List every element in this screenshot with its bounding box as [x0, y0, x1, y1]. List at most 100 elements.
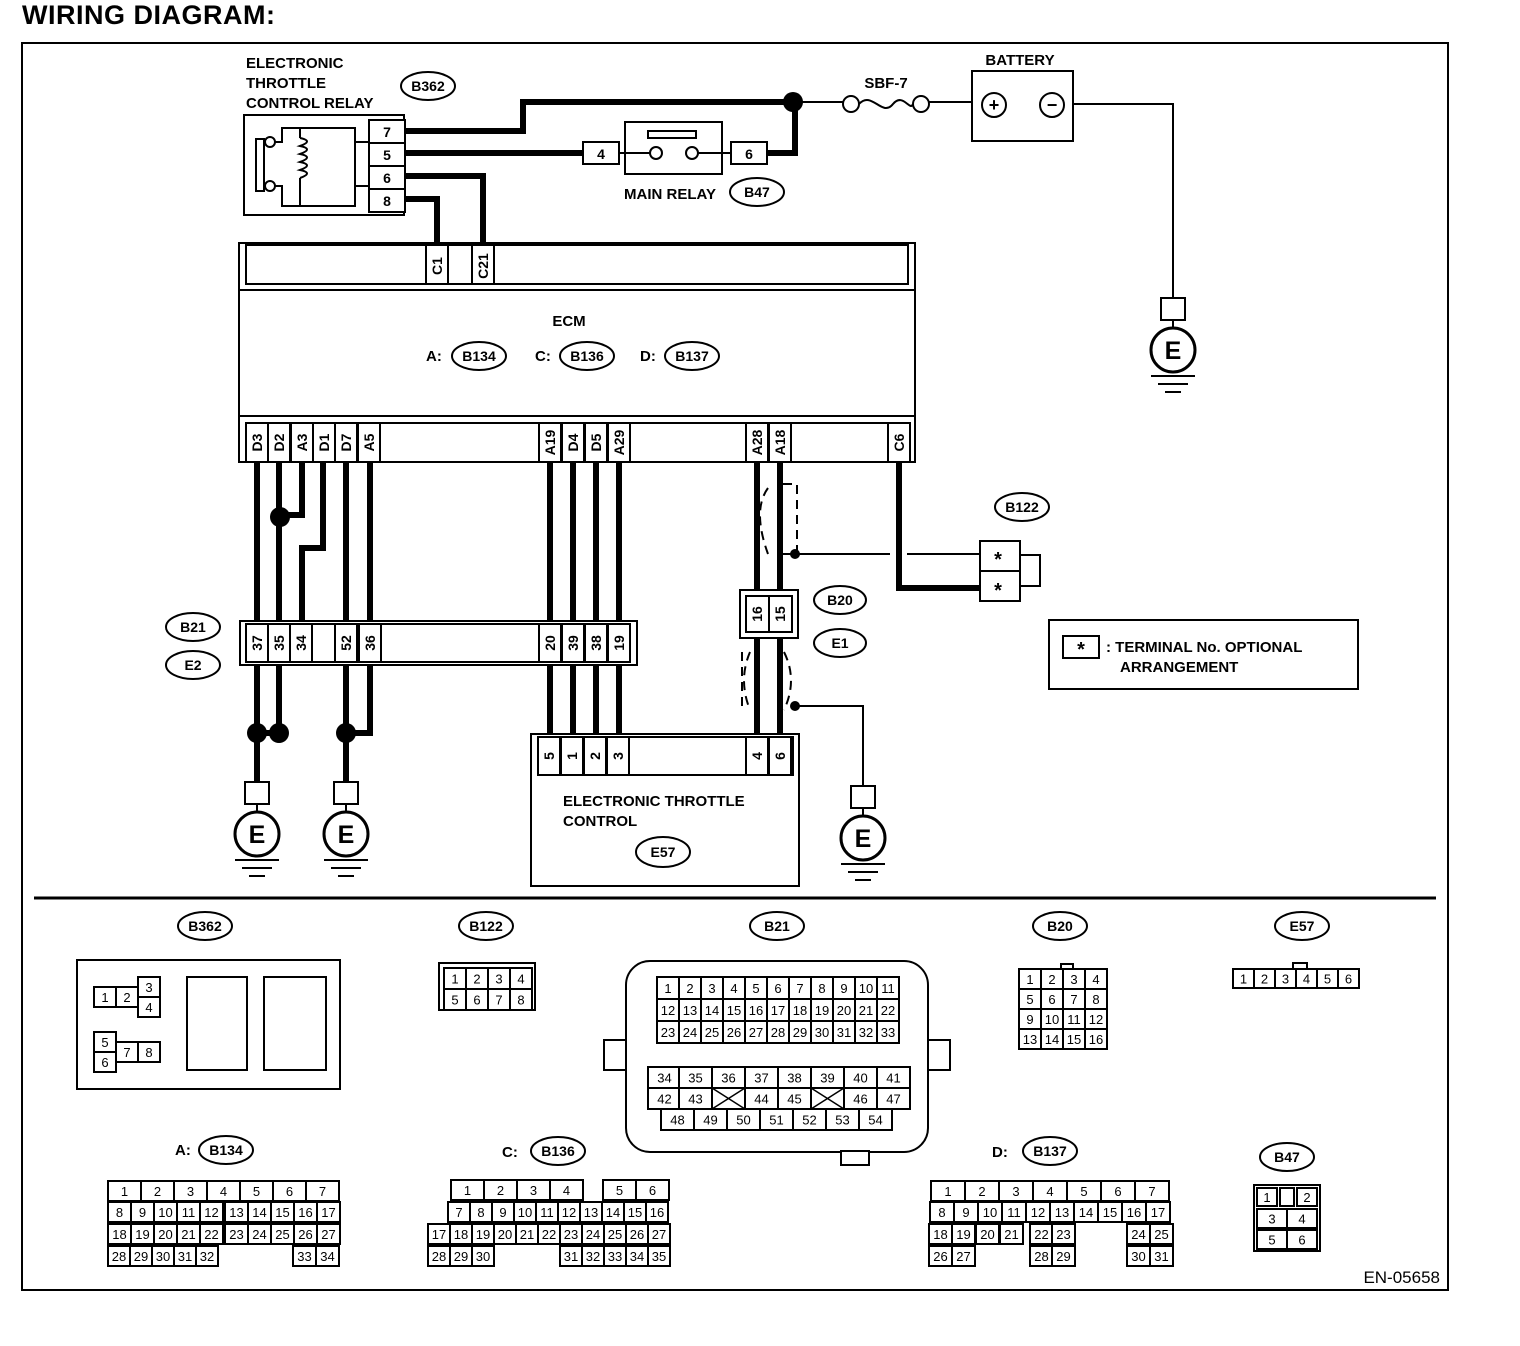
- b362-cell-7-label: 7: [123, 1045, 130, 1060]
- b136-cell-5-label: 5: [616, 1183, 623, 1198]
- etc-pin-6-cell: [768, 736, 792, 776]
- b21-cell-11-label: 11: [881, 981, 895, 996]
- ground-icon: [839, 814, 887, 862]
- b134-cell-17: [316, 1201, 341, 1223]
- b362-cell-8-label: 8: [145, 1045, 152, 1060]
- ecm-pin-c6-cell: [887, 422, 911, 463]
- b134-cell-3-label: 3: [187, 1184, 194, 1199]
- b21-cell-49-label: 49: [703, 1113, 717, 1128]
- b134-cell-27-label: 27: [321, 1227, 335, 1242]
- etc-pin-2: 2: [587, 752, 603, 760]
- b134-cell-34-label: 34: [320, 1249, 334, 1264]
- b134-cell-20-label: 20: [158, 1227, 172, 1242]
- ecm-connector-d-id: B137: [675, 348, 709, 364]
- b134-cell-26-label: 26: [298, 1227, 312, 1242]
- b134-cell-9-label: 9: [139, 1205, 146, 1220]
- relay-pin-7: 7: [383, 124, 391, 140]
- b21-joint-pin-52: 52: [338, 635, 354, 651]
- ground-icon: [1149, 326, 1197, 374]
- b136-cell-4: [549, 1179, 584, 1201]
- b47-cell-4: [1286, 1208, 1318, 1229]
- b122-cell-7-label: 7: [495, 993, 502, 1008]
- b21-cell-44-label: 44: [754, 1092, 768, 1107]
- view-b137-id: B137: [1033, 1143, 1067, 1159]
- b134-cell-12: [199, 1201, 224, 1223]
- b137-cell-31-label: 31: [1154, 1249, 1168, 1264]
- view-b136-prefix: C:: [502, 1144, 518, 1161]
- ecm-pin-a3: A3: [294, 433, 310, 451]
- b362-cell-6-label: 6: [101, 1055, 108, 1070]
- e57-cell-3-label: 3: [1282, 972, 1289, 987]
- b134-cell-14-label: 14: [252, 1205, 266, 1220]
- b20-cell-14-label: 14: [1045, 1032, 1059, 1047]
- ecm-pin-d3: D3: [249, 433, 265, 451]
- b136-cell-6: [635, 1179, 670, 1201]
- b21-cell-31-label: 31: [837, 1025, 851, 1040]
- ecm-pin-a5-cell: [357, 422, 381, 463]
- b136-cell-30-label: 30: [476, 1249, 490, 1264]
- ground-b21-left: E: [233, 781, 281, 877]
- b136-cell-31-label: 31: [564, 1249, 578, 1264]
- b137-cell-31: [1149, 1245, 1174, 1267]
- b20-joint-pin-15: 15: [772, 606, 788, 622]
- b122-cell-5-label: 5: [451, 993, 458, 1008]
- b136-cell-19-label: 19: [476, 1227, 490, 1242]
- b134-cell-25-label: 25: [275, 1227, 289, 1242]
- b47-cell-2: [1296, 1187, 1318, 1207]
- b134-cell-8-label: 8: [116, 1205, 123, 1220]
- b137-cell-7-label: 7: [1148, 1184, 1155, 1199]
- b134-cell-32: [195, 1245, 219, 1267]
- b136-cell-26-label: 26: [630, 1227, 644, 1242]
- b21-cell-23-label: 23: [661, 1025, 675, 1040]
- b47-cell-1: [1256, 1187, 1278, 1207]
- relay-pin-5: 5: [383, 147, 391, 163]
- b47-cell-6-label: 6: [1298, 1233, 1305, 1248]
- b137-cell-12-label: 12: [1031, 1205, 1045, 1220]
- b134-cell-33-label: 33: [297, 1249, 311, 1264]
- b136-cell-3-label: 3: [530, 1183, 537, 1198]
- b122-cell-8-label: 8: [517, 993, 524, 1008]
- b134-cell-7-label: 7: [319, 1184, 326, 1199]
- b21-cell-28-label: 28: [771, 1025, 785, 1040]
- b21-cell-38-label: 38: [787, 1071, 801, 1086]
- b20-cell-9-label: 9: [1026, 1012, 1033, 1027]
- b136-cell-6-label: 6: [649, 1183, 656, 1198]
- etc-name-line-2: CONTROL: [563, 813, 637, 830]
- b136-cell-35: [647, 1245, 671, 1267]
- b21-cell-21-label: 21: [859, 1003, 873, 1018]
- b134-cell-1-label: 1: [121, 1184, 128, 1199]
- b134-cell-2-label: 2: [154, 1184, 161, 1199]
- b21-cell-34-label: 34: [657, 1071, 671, 1086]
- b134-cell-24-label: 24: [252, 1227, 266, 1242]
- ecm-connector-c-prefix: C:: [535, 348, 551, 365]
- b21-cell-43-label: 43: [688, 1092, 702, 1107]
- b20-joint-id: B20: [827, 592, 853, 608]
- ecm-pin-d7: D7: [338, 433, 354, 451]
- b21-cell-36-label: 36: [721, 1071, 735, 1086]
- b21-cell-25-label: 25: [705, 1025, 719, 1040]
- b134-cell-4-label: 4: [220, 1184, 227, 1199]
- b134-cell-34: [315, 1245, 340, 1267]
- relay-pin-6: 6: [383, 170, 391, 186]
- b21-cell-8-label: 8: [818, 981, 825, 996]
- b21-cell-2-label: 2: [686, 981, 693, 996]
- ecm-pin-c21: C21: [475, 253, 491, 279]
- b21-cell-42-label: 42: [657, 1092, 671, 1107]
- view-b134-prefix: A:: [175, 1142, 191, 1159]
- b137-cell-25-label: 25: [1154, 1227, 1168, 1242]
- etc-pin-3: 3: [610, 752, 626, 760]
- connector-views: B362 B122 B21 B20 E57 A: B134 C: B136 D:…: [76, 911, 1360, 1267]
- b21-cell-33: [876, 1020, 900, 1044]
- ecm-connector-a-id: B134: [462, 348, 496, 364]
- b136-cell-20-label: 20: [498, 1227, 512, 1242]
- view-b122-id: B122: [469, 918, 503, 934]
- diagram-frame: [21, 42, 1449, 1291]
- b20-cell-5-label: 5: [1026, 992, 1033, 1007]
- b21-cell-46-label: 46: [853, 1092, 867, 1107]
- b21-joint-pin-36: 36: [362, 635, 378, 651]
- b134-cell-29-label: 29: [134, 1249, 148, 1264]
- ecm-connector-a-prefix: A:: [426, 348, 442, 365]
- b137-cell-17: [1145, 1201, 1171, 1223]
- ground-icon: [322, 810, 370, 858]
